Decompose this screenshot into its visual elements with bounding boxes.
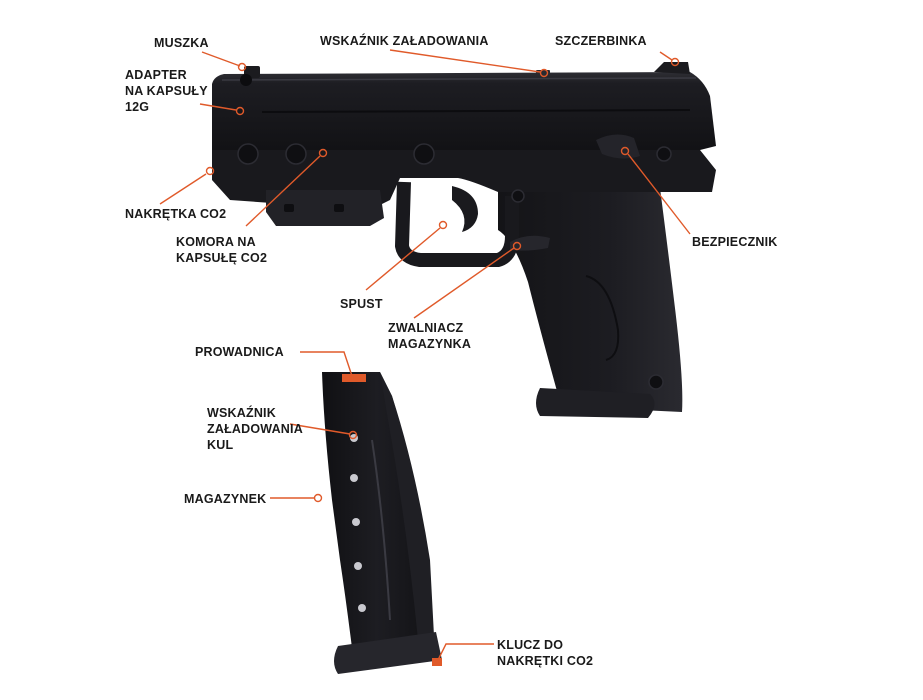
magazine-hole [358, 604, 366, 612]
leader-klucz [437, 643, 494, 661]
label-adapter: ADAPTER NA KAPSUŁY 12G [125, 67, 208, 115]
leader-zwalniacz [413, 247, 515, 319]
safety-lever [596, 134, 640, 159]
dot-magazynek [313, 493, 323, 503]
leader-prowadnica [300, 351, 353, 377]
magazine-guide [342, 374, 366, 382]
frame-screw [511, 189, 525, 203]
rear-sight [654, 62, 690, 74]
dot-szczerbinka [670, 57, 680, 67]
label-spust: SPUST [340, 297, 383, 311]
label-wskaznik-kul-line: ZAŁADOWANIA [207, 422, 303, 436]
label-wskaznik-kul-line: KUL [207, 438, 234, 452]
label-zwalniacz-line: MAGAZYNKA [388, 337, 472, 351]
pistol [212, 62, 716, 418]
safety-pin [656, 146, 672, 162]
leader-adapter [199, 103, 237, 111]
label-magazynek: MAGAZYNEK [184, 492, 267, 506]
label-muszka: MUSZKA [154, 36, 209, 50]
label-klucz-line: KLUCZ DO [497, 638, 564, 652]
slide-edge [221, 77, 697, 81]
label-klucz-line: NAKRĘTKI CO2 [497, 654, 594, 668]
dot-wskaznik-kul [348, 430, 358, 440]
label-klucz: KLUCZ DO NAKRĘTKI CO2 [497, 637, 593, 669]
magazine-follower-slot [371, 439, 391, 621]
label-prowadnica: PROWADNICA [195, 345, 284, 359]
leader-komora [245, 155, 321, 227]
label-komora: KOMORA NA KAPSUŁĘ CO2 [176, 234, 267, 266]
dot-zwalniacz [512, 241, 522, 251]
label-zwalniacz: ZWALNIACZ MAGAZYNKA [388, 320, 471, 352]
label-bezpiecznik: BEZPIECZNIK [692, 235, 778, 249]
magazine-body [322, 372, 432, 648]
dot-nakretka [205, 166, 215, 176]
label-adapter-line: 12G [125, 100, 150, 114]
magazine [322, 372, 442, 674]
magazine-hole [350, 474, 358, 482]
leader-lines [159, 49, 691, 661]
label-adapter-line: NA KAPSUŁY [125, 84, 208, 98]
label-zwalniacz-line: ZWALNIACZ [388, 321, 464, 335]
label-komora-line: KOMORA NA [176, 235, 256, 249]
dot-spust [438, 220, 448, 230]
dot-adapter [235, 106, 245, 116]
co2-key [432, 658, 442, 666]
grip-screw [648, 374, 664, 390]
label-wskaznik-kul-line: WSKAŹNIK [207, 406, 276, 420]
leader-szczerbinka [659, 51, 673, 61]
dot-wskaznik [539, 68, 549, 78]
dot-muszka [237, 62, 247, 72]
dot-komora [318, 148, 328, 158]
label-adapter-line: ADAPTER [125, 68, 187, 82]
label-wskaznik-kul: WSKAŹNIK ZAŁADOWANIA KUL [207, 405, 303, 453]
rail-slot [284, 204, 294, 212]
leader-wskaznik-kul [289, 423, 351, 435]
frame-button [237, 143, 259, 165]
grip-panel [585, 275, 620, 361]
leader-bezpiecznik [627, 153, 691, 235]
grip-base-plate [536, 388, 655, 418]
accessory-rail [266, 190, 384, 226]
slide-groove [261, 109, 691, 113]
magazine-base-plate [334, 632, 442, 674]
leader-wskaznik [389, 49, 541, 73]
label-nakretka: NAKRĘTKA CO2 [125, 207, 227, 221]
magazine-side [380, 372, 434, 640]
adapter-knob [240, 74, 252, 86]
label-komora-line: KAPSUŁĘ CO2 [176, 251, 268, 265]
magazine-hole [352, 518, 360, 526]
trigger [452, 186, 478, 232]
frame-button [413, 143, 435, 165]
magazine-hole [354, 562, 362, 570]
label-szczerbinka: SZCZERBINKA [555, 34, 647, 48]
leader-nakretka [159, 173, 207, 205]
leader-spust [365, 227, 441, 291]
dot-bezpiecznik [620, 146, 630, 156]
label-wskaznik-zaladowania: WSKAŹNIK ZAŁADOWANIA [320, 34, 489, 48]
rail-slot [334, 204, 344, 212]
leader-muszka [201, 51, 241, 67]
frame-button [285, 143, 307, 165]
